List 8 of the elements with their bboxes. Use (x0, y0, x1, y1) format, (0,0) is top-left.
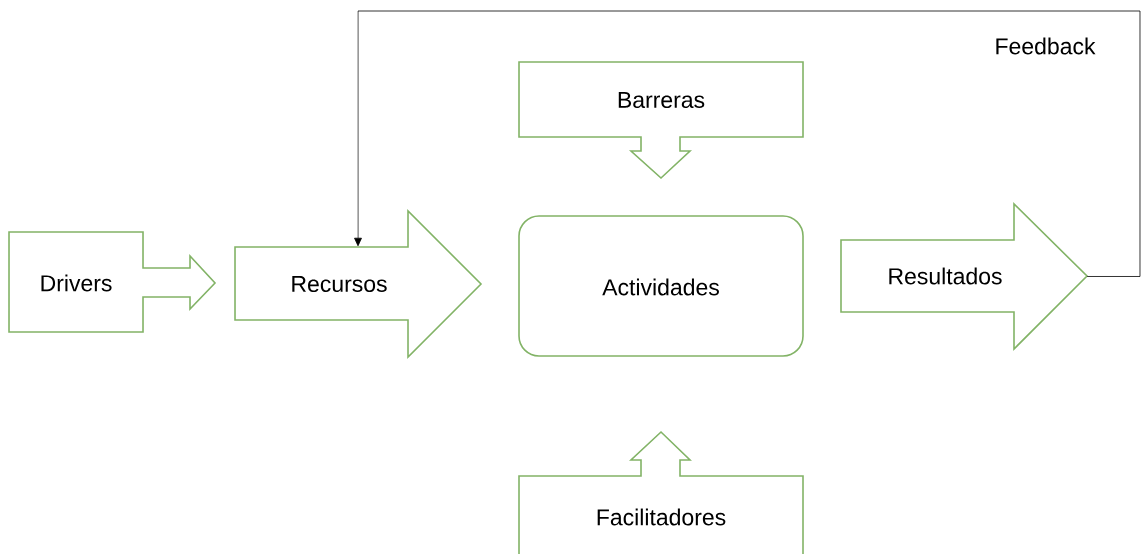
arrow (354, 10, 1141, 277)
signpost-box: Recursos (234, 209, 483, 359)
rounded-box: Actividades (518, 215, 804, 357)
callout-arrow-box: Facilitadores (518, 430, 804, 554)
callout-arrow-box: Drivers (8, 231, 217, 333)
edge-label: Feedback (996, 37, 1096, 55)
signpost-box: Resultados (840, 202, 1089, 351)
callout-arrow-box: Barreras (518, 61, 804, 180)
